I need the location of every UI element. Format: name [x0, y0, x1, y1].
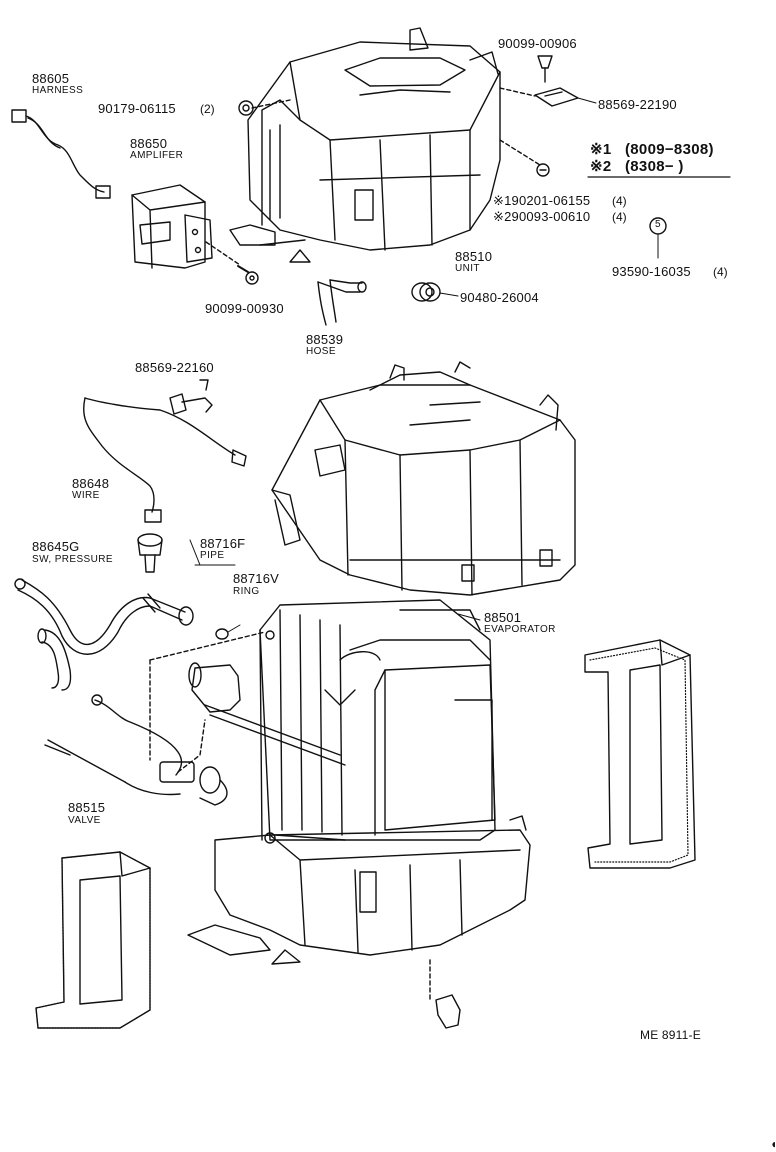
clip-93590-marker: [649, 217, 667, 235]
harness-name: HARNESS: [32, 85, 84, 96]
bracket-88569-22190-drawing: [534, 87, 579, 107]
clip-290093-qty: (4): [612, 210, 627, 224]
wire-name: WIRE: [72, 490, 100, 501]
grommet-90480-drawing: [411, 282, 441, 302]
screw-90099-00906-drawing: [537, 55, 553, 83]
unit-name: UNIT: [455, 263, 480, 274]
legend-row2-range: (8308− ): [625, 158, 684, 175]
pressure-switch-drawing: [137, 533, 163, 573]
amplifier-name: AMPLIFER: [130, 150, 184, 161]
bolt-90179-number: 90179-06115: [98, 101, 176, 116]
catalog-code: ME 8911-E: [640, 1028, 701, 1042]
bracket-88569-22160-number: 88569-22160: [135, 360, 214, 375]
tube-drawing: [188, 662, 346, 766]
wire-number: 88648: [72, 476, 110, 491]
clip-290093-number: ※290093-00610: [493, 209, 591, 224]
valve-number: 88515: [68, 800, 106, 815]
corner-glyph: ◖: [770, 1137, 776, 1151]
hose-88539-drawing: [317, 279, 367, 326]
drain-clip-drawing: [435, 994, 461, 1029]
pipe-number: 88716F: [200, 536, 246, 551]
pressure-switch-number: 88645G: [32, 539, 80, 554]
pipe-name: PIPE: [200, 550, 225, 561]
ring-number: 88716V: [233, 571, 280, 586]
hose-left-drawing: [37, 628, 72, 691]
amplifier-drawing: [131, 184, 213, 269]
bracket-88569-22160-drawing: [169, 379, 213, 415]
clip-93590-marker-text: 5: [655, 219, 661, 230]
grommet-90480-number: 90480-26004: [460, 290, 539, 305]
unit-lower-case-drawing: [187, 815, 531, 1001]
ring-name: RING: [233, 586, 260, 597]
valve-88515-drawing: [44, 694, 228, 806]
hose-number: 88539: [306, 332, 344, 347]
clip-190201-qty: (4): [612, 194, 627, 208]
screw-90099-00906-number: 90099-00906: [498, 36, 577, 51]
hose-name: HOSE: [306, 346, 336, 357]
unit-number: 88510: [455, 249, 493, 264]
valve-name: VALVE: [68, 815, 101, 826]
unit-upper-case-drawing: [271, 361, 576, 596]
screw-90099-00930-drawing: [237, 265, 259, 285]
pressure-switch-name: SW, PRESSURE: [32, 554, 113, 565]
bolt-90179-drawing: [238, 100, 254, 116]
wire-88648-drawing: [83, 397, 247, 523]
harness-drawing: [11, 109, 111, 199]
pad-right-dots: [589, 647, 689, 863]
bracket-88569-22190-number: 88569-22190: [598, 97, 677, 112]
evaporator-88501-drawing: [259, 599, 496, 841]
bolt-90179-qty: (2): [200, 102, 215, 116]
evaporator-number: 88501: [484, 610, 522, 625]
legend-row1-range: (8009−8308): [625, 141, 714, 158]
pad-right-drawing: [584, 639, 696, 869]
clip-93590-qty: (4): [713, 265, 728, 279]
evaporator-name: EVAPORATOR: [484, 624, 556, 635]
pad-left-outline: [35, 851, 151, 1029]
pipe-88716F-drawing: [14, 578, 194, 655]
unit-88510-drawing: [229, 27, 501, 263]
legend-row1-mark: ※1: [590, 141, 612, 158]
screw-90099-00930-number: 90099-00930: [205, 301, 284, 316]
amplifier-number: 88650: [130, 136, 168, 151]
legend-row2-mark: ※2: [590, 158, 612, 175]
clip-93590-number: 93590-16035: [612, 264, 691, 279]
clip-190201-drawing: [536, 163, 550, 177]
ring-88716V-drawing: [215, 628, 229, 640]
harness-number: 88605: [32, 71, 70, 86]
clip-190201-number: ※190201-06155: [493, 193, 591, 208]
